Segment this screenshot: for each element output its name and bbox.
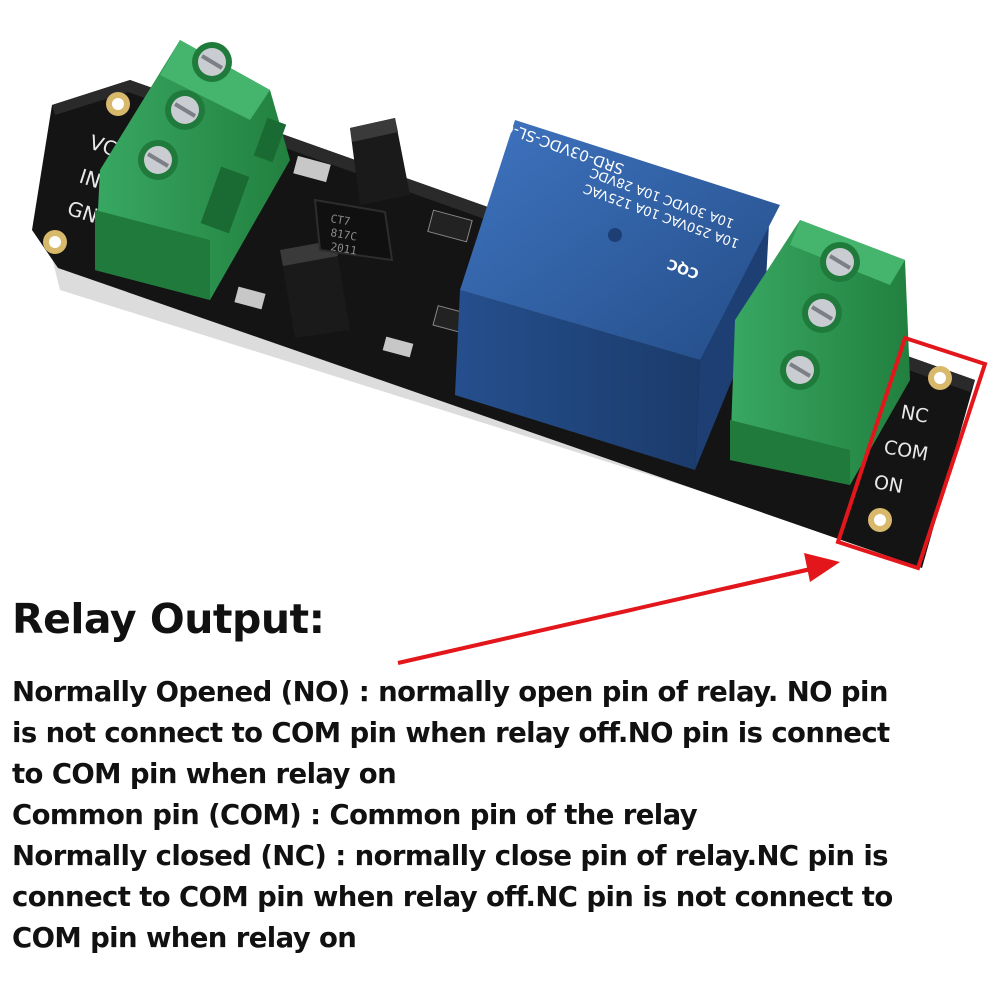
jumper-cap <box>350 118 410 205</box>
mounting-hole <box>106 92 130 116</box>
mounting-hole <box>43 230 67 254</box>
description-line: COM pin when relay on <box>12 922 357 954</box>
pin-label-on: ON <box>872 471 905 498</box>
led <box>234 286 266 310</box>
resistor <box>293 155 331 183</box>
resistor <box>382 336 414 358</box>
description-line: is not connect to COM pin when relay off… <box>12 717 890 749</box>
output-screw-terminal <box>730 220 910 485</box>
transistor <box>427 209 473 243</box>
red-arrow-icon <box>709 565 821 590</box>
relay: SRD-03VDC-SL-C 10A 250VAC 10A 125VAC 10A… <box>455 118 780 470</box>
description-line: to COM pin when relay on <box>12 758 397 790</box>
pin-label-nc: NC <box>899 401 930 427</box>
chip-label-1: CT7 <box>329 212 351 228</box>
input-screw-terminal <box>95 40 290 300</box>
chip-label-2: 817C <box>329 226 357 243</box>
chip-label-3: 2011 <box>329 240 357 257</box>
section-heading: Relay Output: <box>12 595 325 643</box>
mounting-hole <box>868 508 892 532</box>
mounting-hole <box>928 366 952 390</box>
description-line: Normally Opened (NO) : normally open pin… <box>12 676 888 708</box>
relay-module-photo: VCC IN GND <box>32 40 988 590</box>
highlight-box <box>835 335 988 571</box>
description-line: Common pin (COM) : Common pin of the rel… <box>12 799 698 831</box>
description-line: Normally closed (NC) : normally close pi… <box>12 840 889 872</box>
description-line: connect to COM pin when relay off.NC pin… <box>12 881 893 913</box>
relay-output-description: Normally Opened (NO) : normally open pin… <box>12 672 997 959</box>
optocoupler-chip: CT7 817C 2011 <box>313 198 394 262</box>
